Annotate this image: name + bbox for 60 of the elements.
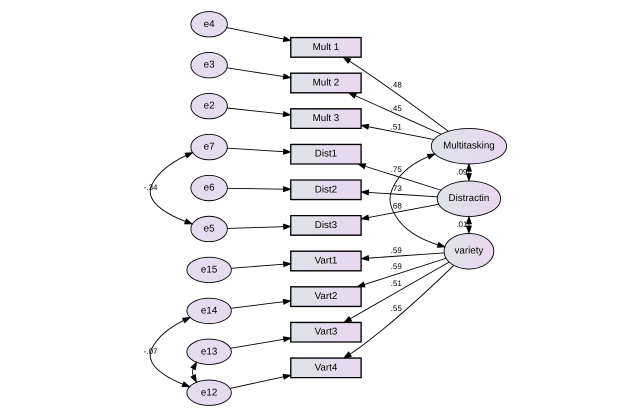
arrow (190, 361, 197, 384)
node-ellipse: e12 (186, 380, 232, 406)
node-ellipse: e3 (190, 52, 228, 78)
edge-label: .51 (390, 279, 402, 288)
edge-label: .68 (390, 202, 402, 211)
edge-label: .59 (390, 246, 402, 256)
arrow (360, 204, 439, 221)
node-ellipse: e7 (190, 134, 228, 160)
node-box: Mult 3 (290, 108, 362, 130)
node-box: Dist3 (290, 214, 362, 236)
edge-label: .75 (390, 165, 402, 174)
arrow (226, 67, 292, 80)
arrow (342, 265, 454, 359)
arrow (465, 162, 472, 182)
arrow (226, 186, 292, 192)
arrow (226, 27, 292, 42)
arrow (342, 262, 450, 323)
arrow (230, 298, 292, 309)
node-ellipse: variety (443, 232, 494, 270)
node-ellipse: Distractin (436, 180, 501, 217)
arrow (229, 374, 292, 389)
edge-label: .51 (390, 122, 402, 132)
arrow (465, 215, 472, 234)
arrow (149, 152, 194, 224)
node-ellipse: e6 (190, 174, 228, 202)
arrow (347, 92, 441, 135)
node-ellipse: e13 (186, 338, 232, 365)
node-box: Vart4 (290, 357, 362, 378)
node-box: Vart2 (290, 286, 362, 308)
arrow (356, 258, 446, 288)
node-ellipse: e2 (190, 92, 228, 120)
edge-label: .55 (390, 304, 402, 314)
arrow (229, 336, 292, 349)
arrow (360, 189, 438, 198)
arrow (226, 108, 292, 118)
arrow (149, 316, 191, 388)
node-ellipse: e4 (190, 11, 228, 38)
edge-label: .45 (390, 104, 402, 113)
node-box: Vart1 (290, 250, 362, 272)
node-box: Mult 2 (290, 72, 362, 94)
edge-label: .01 (456, 220, 467, 229)
edge-label: .09 (456, 167, 467, 176)
arrow (360, 124, 434, 140)
node-ellipse: Multitasking (430, 128, 506, 164)
node-box: Mult 1 (290, 36, 362, 58)
arrow (388, 154, 446, 248)
edge-label: .59 (390, 262, 402, 272)
edge-label: .48 (390, 80, 402, 90)
node-box: Dist1 (290, 144, 362, 165)
node-ellipse: e14 (186, 298, 232, 324)
node-box: Vart3 (290, 322, 362, 343)
arrow (230, 261, 292, 269)
arrow (226, 224, 292, 230)
arrow (360, 252, 444, 262)
node-ellipse: e5 (190, 216, 228, 242)
arrow (226, 148, 292, 155)
arrow (356, 163, 441, 191)
node-box: Dist2 (290, 179, 362, 200)
node-ellipse: e15 (186, 256, 232, 284)
arrow (342, 56, 448, 132)
